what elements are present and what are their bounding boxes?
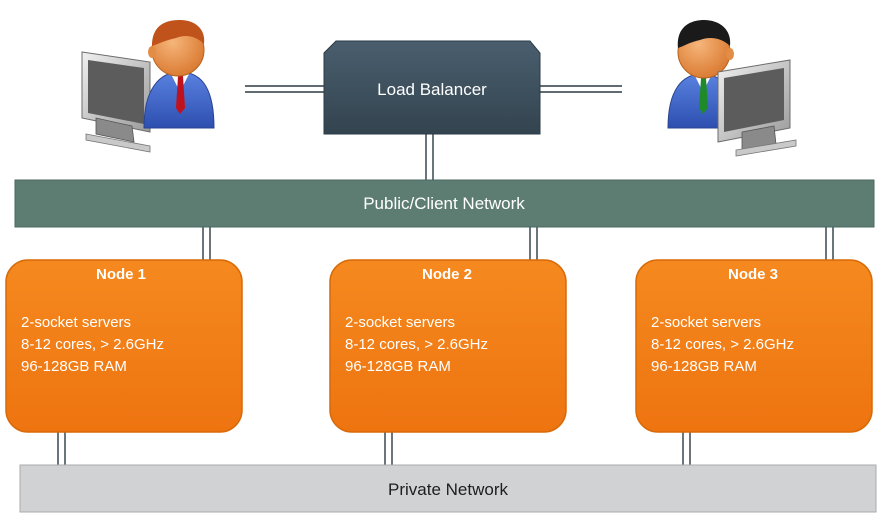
node-spec-line: 2-socket servers: [651, 314, 761, 331]
load-balancer-label: Load Balancer: [377, 80, 487, 99]
node-spec-line: 96-128GB RAM: [345, 358, 451, 375]
node-3: Node 3 2-socket servers 8-12 cores, > 2.…: [635, 259, 873, 433]
node-1: Node 1 2-socket servers 8-12 cores, > 2.…: [5, 259, 243, 433]
node-title: Node 1: [96, 266, 146, 283]
node-spec-line: 8-12 cores, > 2.6GHz: [345, 336, 488, 353]
node-box: [635, 259, 873, 433]
node-spec-line: 2-socket servers: [345, 314, 455, 331]
private-network: Private Network: [19, 464, 877, 513]
node-spec-line: 96-128GB RAM: [651, 358, 757, 375]
node-spec-line: 8-12 cores, > 2.6GHz: [21, 336, 164, 353]
client-user-computer-icon: [81, 20, 215, 153]
node-spec-line: 2-socket servers: [21, 314, 131, 331]
node-box: [5, 259, 243, 433]
node-2: Node 2 2-socket servers 8-12 cores, > 2.…: [329, 259, 567, 433]
node-box: [329, 259, 567, 433]
public-network-label: Public/Client Network: [363, 194, 525, 213]
private-network-label: Private Network: [388, 480, 508, 499]
client-user-computer-icon: [667, 20, 797, 157]
connectors: [57, 85, 834, 465]
load-balancer-box: [323, 40, 541, 135]
public-network: Public/Client Network: [14, 179, 875, 228]
node-title: Node 3: [728, 266, 778, 283]
node-title: Node 2: [422, 266, 472, 283]
private-network-bar: [19, 464, 877, 513]
public-network-bar: [14, 179, 875, 228]
node-spec-line: 8-12 cores, > 2.6GHz: [651, 336, 794, 353]
load-balancer: Load Balancer: [323, 40, 541, 135]
node-spec-line: 96-128GB RAM: [21, 358, 127, 375]
